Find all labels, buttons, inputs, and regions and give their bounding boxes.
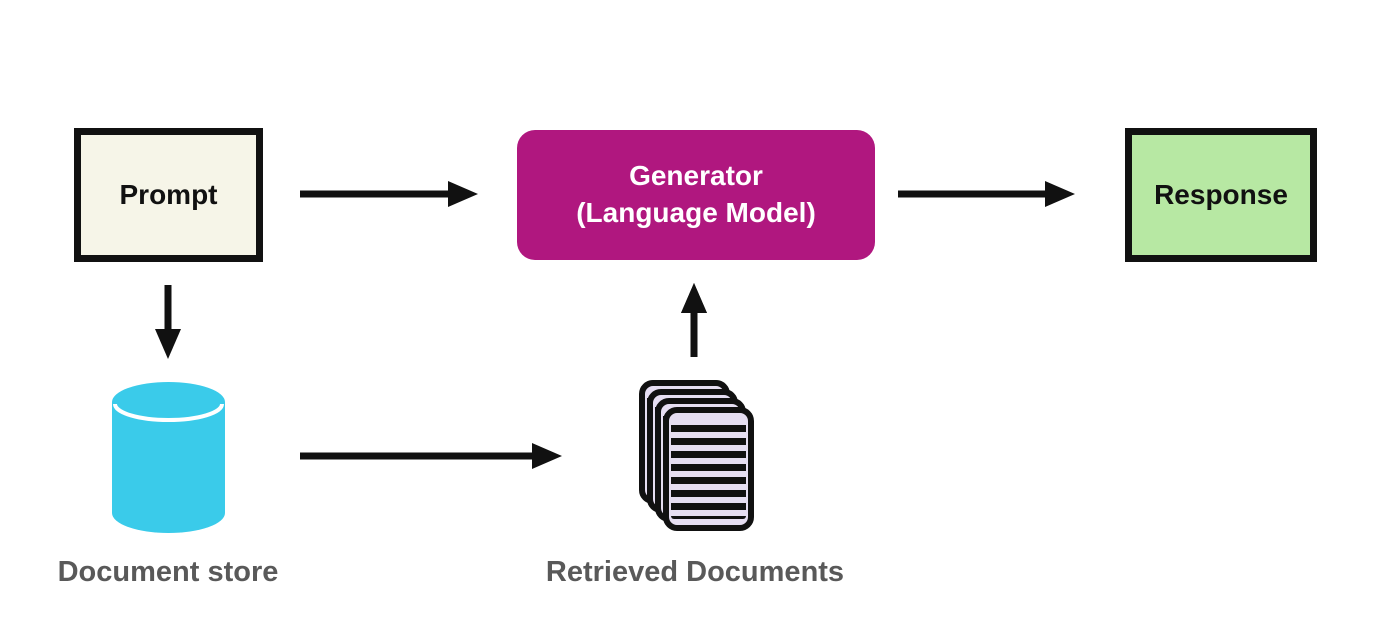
response-node: Response <box>1125 128 1317 262</box>
document-store-cylinder-icon <box>112 382 225 533</box>
response-label: Response <box>1154 179 1288 210</box>
arrow-prompt-to-generator <box>300 181 478 207</box>
generator-label-line1: Generator <box>629 160 763 192</box>
arrow-generator-to-response <box>898 181 1075 207</box>
retrieved-documents-label: Retrieved Documents <box>545 556 845 588</box>
prompt-label: Prompt <box>119 179 218 210</box>
prompt-node: Prompt <box>74 128 263 262</box>
generator-label-line2: (Language Model) <box>576 197 816 228</box>
arrow-prompt-to-store <box>155 285 181 359</box>
retrieved-documents-icon <box>639 380 759 536</box>
arrow-documents-to-generator <box>681 283 707 357</box>
document-page-icon <box>663 407 754 531</box>
generator-node: Generator (Language Model) <box>517 130 875 260</box>
arrow-store-to-documents <box>300 443 562 469</box>
document-store-label: Document store <box>57 556 279 588</box>
